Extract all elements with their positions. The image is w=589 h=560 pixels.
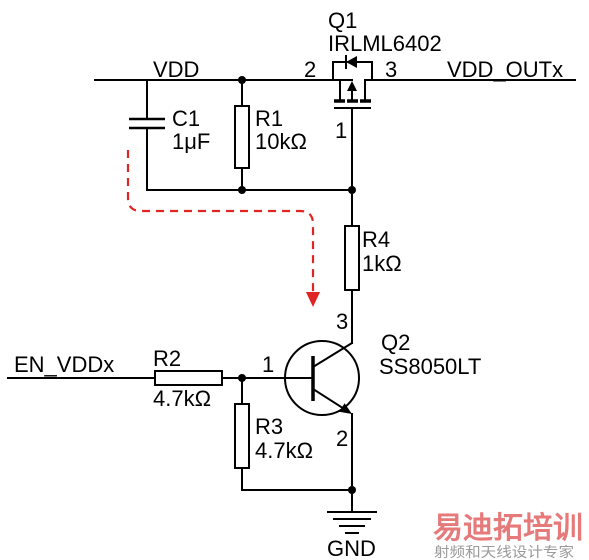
resistor-r3: R3 4.7kΩ — [234, 403, 313, 469]
watermark-logo: 易迪拓培训 射频和天线设计专家 — [433, 511, 583, 560]
emitter-arrow-icon — [339, 403, 352, 414]
junction-dot — [348, 186, 356, 194]
r3-value-label: 4.7kΩ — [255, 438, 313, 463]
q1-ref-label: Q1 — [328, 8, 357, 33]
net-label-vdd-out: VDD_OUTx — [447, 57, 563, 82]
q2-pin-collector-label: 3 — [336, 309, 348, 334]
r4-value-label: 1kΩ — [362, 251, 402, 276]
net-labels: VDD VDD_OUTx EN_VDDx GND — [14, 57, 563, 560]
resistor-r2: R2 4.7kΩ — [153, 346, 223, 411]
r4-ref-label: R4 — [362, 227, 390, 252]
resistor-body — [344, 225, 360, 291]
q2-pin-emitter-label: 2 — [336, 426, 348, 451]
collector-lead — [311, 341, 354, 369]
q2-part-label: SS8050LT — [379, 354, 481, 379]
q2-ref-label: Q2 — [381, 330, 410, 355]
resistor-body — [154, 370, 223, 386]
current-path-annotation — [126, 150, 320, 307]
resistor-r1: R1 10kΩ — [234, 105, 307, 169]
q1-pin-gate-label: 1 — [335, 118, 347, 143]
body-diode-icon — [346, 56, 357, 68]
r2-value-label: 4.7kΩ — [153, 386, 211, 411]
net-label-vdd: VDD — [153, 57, 199, 82]
dashed-annotation-path — [126, 150, 315, 292]
emitter-lead — [311, 387, 344, 409]
junctions — [238, 76, 356, 494]
wire-r3-bottom — [241, 467, 353, 491]
watermark-title: 易迪拓培训 — [433, 511, 583, 546]
wires — [7, 79, 576, 513]
r1-ref-label: R1 — [255, 106, 283, 131]
q1-part-label: IRLML6402 — [328, 31, 442, 56]
net-label-enable: EN_VDDx — [14, 352, 114, 377]
ground-symbol — [327, 511, 377, 534]
capacitor-c1: C1 1μF — [129, 106, 210, 154]
junction-dot — [238, 76, 246, 84]
net-label-ground: GND — [327, 536, 376, 560]
junction-dot — [348, 486, 356, 494]
q1-pin-source-label: 2 — [304, 57, 316, 82]
junction-dot — [238, 186, 246, 194]
resistor-body — [234, 105, 250, 169]
c1-ref-label: C1 — [172, 106, 200, 131]
junction-dot — [238, 374, 246, 382]
resistor-body — [234, 403, 250, 469]
q1-pin-drain-label: 3 — [385, 57, 397, 82]
body-arrow-icon — [347, 81, 357, 91]
mosfet-q1: Q1 IRLML6402 2 3 1 — [304, 8, 442, 143]
r3-ref-label: R3 — [255, 414, 283, 439]
resistor-r4: R4 1kΩ — [344, 225, 402, 291]
r1-value-label: 10kΩ — [255, 129, 307, 154]
r2-ref-label: R2 — [153, 346, 181, 371]
wire-c1-bottom-return — [146, 127, 353, 191]
watermark-subtitle: 射频和天线设计专家 — [434, 544, 574, 560]
annotation-arrowhead-icon — [306, 292, 320, 307]
transistor-q2: Q2 SS8050LT 3 1 2 — [262, 309, 481, 451]
transistor-envelope — [284, 340, 360, 416]
c1-value-label: 1μF — [172, 129, 210, 154]
q2-pin-base-label: 1 — [262, 352, 274, 377]
